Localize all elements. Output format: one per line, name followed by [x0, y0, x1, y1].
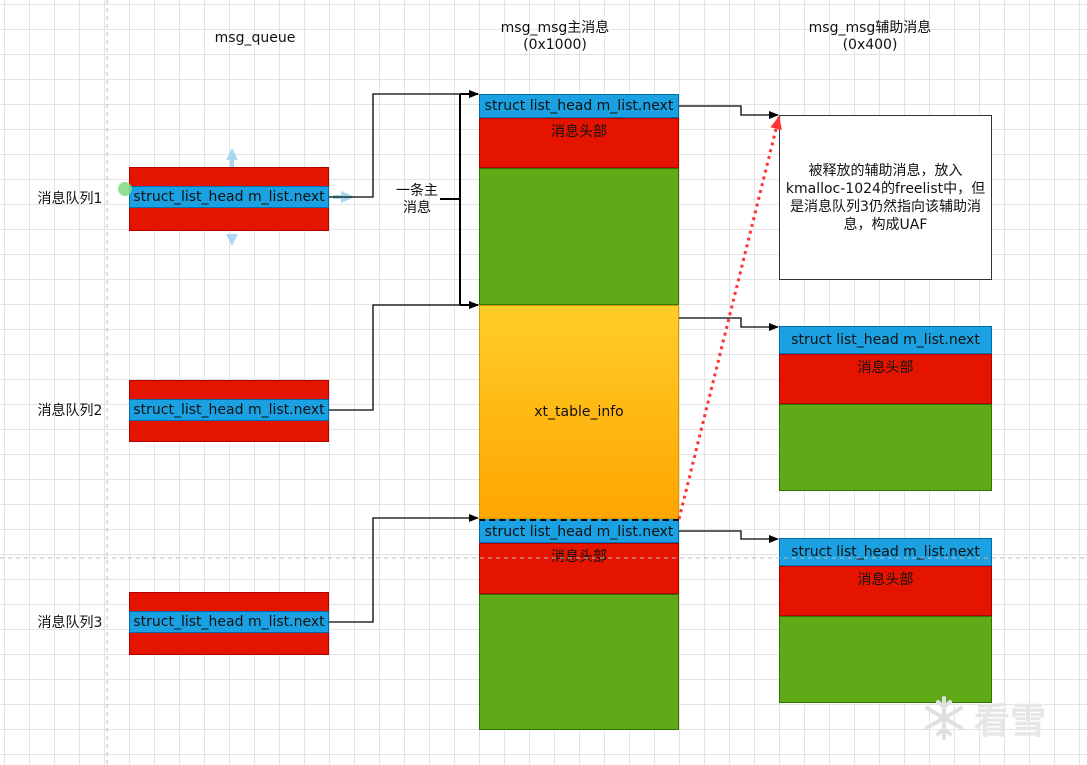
- aux-msg-header-size: (0x400): [842, 37, 898, 53]
- main-msg-header-text-2: 消息头部: [551, 549, 607, 565]
- arrow-up-handle-icon[interactable]: [226, 148, 238, 160]
- watermark-text: 看雪: [974, 701, 1047, 742]
- arrow-right-stem: [333, 195, 343, 199]
- uaf-dangling-pointer-arrow: [677, 116, 782, 520]
- main-msg-header-text: 消息头部: [551, 124, 607, 140]
- arrow-down-handle-icon[interactable]: [226, 234, 238, 246]
- rotate-handle-icon[interactable]: [118, 182, 132, 196]
- main-to-aux-1-connector: [679, 317, 779, 331]
- arrow-up-stem: [230, 159, 234, 167]
- main-to-aux-2-connector: [679, 530, 779, 543]
- queue-1-field[interactable]: struct_list_head m_list.next: [129, 186, 329, 208]
- aux-msg-2-header-block[interactable]: 消息头部: [779, 566, 992, 616]
- aux-msg-1-body[interactable]: [779, 404, 992, 491]
- queue-2-field[interactable]: struct_list_head m_list.next: [129, 399, 329, 421]
- queue-3-field[interactable]: struct_list_head m_list.next: [129, 611, 329, 633]
- main-msg-field-2[interactable]: struct list_head m_list.next: [479, 519, 679, 543]
- aux-msg-1-header-text: 消息头部: [857, 360, 914, 376]
- watermark: 看雪: [920, 690, 1070, 746]
- brace-label: 一条主 消息: [388, 183, 446, 217]
- aux-msg-header-title: msg_msg辅助消息: [808, 20, 932, 36]
- brace-label-line2: 消息: [403, 200, 431, 216]
- queue-1-connector: [329, 90, 479, 198]
- queue-3-label: 消息队列3: [37, 615, 103, 631]
- main-msg-body[interactable]: [479, 168, 679, 305]
- queue-1-label: 消息队列1: [37, 191, 103, 207]
- aux-msg-1-field[interactable]: struct list_head m_list.next: [779, 326, 992, 354]
- aux-msg-2-field[interactable]: struct list_head m_list.next: [779, 538, 992, 566]
- aux-msg-header: msg_msg辅助消息 (0x400): [790, 20, 950, 54]
- main-msg-header: msg_msg主消息 (0x1000): [480, 20, 630, 54]
- snowflake-icon: [924, 696, 964, 740]
- arrow-right-handle-icon[interactable]: [341, 191, 355, 203]
- xt-table-info-text: xt_table_info: [534, 404, 624, 420]
- aux-msg-1-header-block[interactable]: 消息头部: [779, 354, 992, 404]
- uaf-note-box[interactable]: 被释放的辅助消息，放入kmalloc-1024的freelist中，但是消息队列…: [779, 115, 992, 280]
- main-msg-header-title: msg_msg主消息: [500, 20, 610, 36]
- msg-queue-header: msg_queue: [214, 30, 296, 46]
- queue-2-connector: [329, 301, 479, 411]
- queue-2-label: 消息队列2: [37, 403, 103, 419]
- main-to-freed-connector: [679, 105, 779, 119]
- aux-msg-2-header-text: 消息头部: [857, 572, 914, 588]
- xt-table-info-block[interactable]: xt_table_info: [479, 305, 679, 519]
- main-msg-field[interactable]: struct list_head m_list.next: [479, 94, 679, 118]
- brace-label-line1: 一条主: [396, 183, 438, 199]
- uaf-note-text: 被释放的辅助消息，放入kmalloc-1024的freelist中，但是消息队列…: [785, 162, 986, 233]
- main-msg-header-block[interactable]: 消息头部: [479, 118, 679, 168]
- main-msg-header-size: (0x1000): [523, 37, 587, 53]
- aux-msg-2-body[interactable]: [779, 616, 992, 703]
- queue-3-connector: [329, 514, 479, 623]
- main-msg-header-block-2[interactable]: 消息头部: [479, 543, 679, 594]
- main-msg-body-2[interactable]: [479, 594, 679, 730]
